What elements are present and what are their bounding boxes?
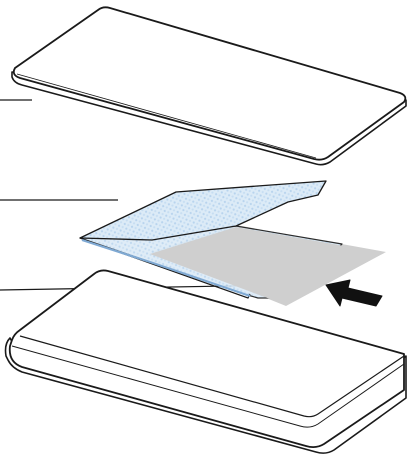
top-plate bbox=[12, 7, 406, 164]
insert-direction-arrow bbox=[326, 280, 382, 306]
